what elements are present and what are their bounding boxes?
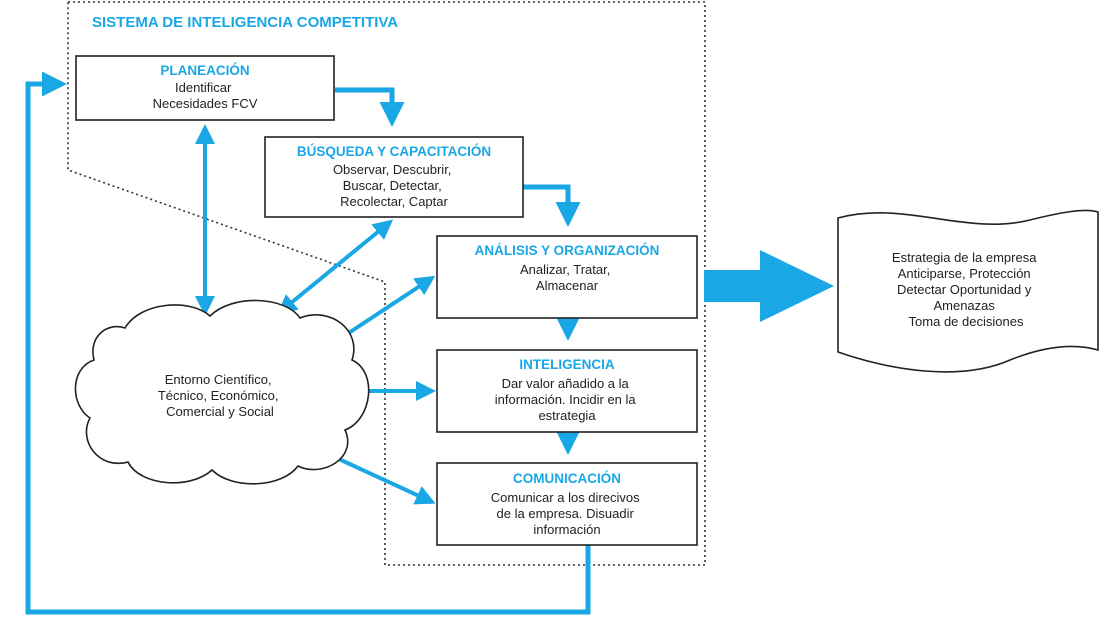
- stage-planeacion: PLANEACIÓN Identificar Necesidades FCV: [75, 55, 335, 121]
- stage-description: Observar, Descubrir, Buscar, Detectar, R…: [333, 162, 455, 209]
- stage-inteligencia: INTELIGENCIA Dar valor añadido a la info…: [436, 349, 698, 433]
- stage-busqueda: BÚSQUEDA Y CAPACITACIÓN Observar, Descub…: [264, 136, 524, 218]
- stage-title: PLANEACIÓN: [160, 63, 249, 78]
- output-text: Estrategia de la empresa Anticiparse, Pr…: [892, 250, 1040, 329]
- stage-description: Comunicar a los direcivos de la empresa.…: [491, 490, 643, 537]
- system-boundary: [67, 1, 706, 566]
- environment-text: Entorno Científico, Técnico, Económico, …: [158, 372, 282, 419]
- environment-cloud: Entorno Científico, Técnico, Económico, …: [74, 299, 370, 485]
- arrow-planeacion-to-busqueda: [335, 87, 405, 127]
- output-document: Estrategia de la empresa Anticiparse, Pr…: [837, 209, 1099, 373]
- stage-analisis: ANÁLISIS Y ORGANIZACIÓN Analizar, Tratar…: [436, 235, 698, 319]
- stage-description: Dar valor añadido a la información. Inci…: [495, 376, 640, 423]
- link-busqueda-environment: [276, 219, 394, 315]
- stage-title: COMUNICACIÓN: [513, 471, 621, 486]
- output-arrow: [704, 250, 834, 322]
- stage-title: ANÁLISIS Y ORGANIZACIÓN: [475, 243, 660, 258]
- stage-comunicacion: COMUNICACIÓN Comunicar a los direcivos d…: [436, 462, 698, 546]
- stage-description: Analizar, Tratar, Almacenar: [520, 262, 614, 293]
- arrow-busqueda-to-analisis: [523, 184, 581, 227]
- feedback-loop-arrow: [25, 71, 591, 615]
- stage-title: BÚSQUEDA Y CAPACITACIÓN: [297, 144, 491, 159]
- stage-description: Identificar Necesidades FCV: [153, 80, 258, 111]
- stage-title: INTELIGENCIA: [519, 357, 615, 372]
- system-title: SISTEMA DE INTELIGENCIA COMPETITIVA: [92, 14, 398, 31]
